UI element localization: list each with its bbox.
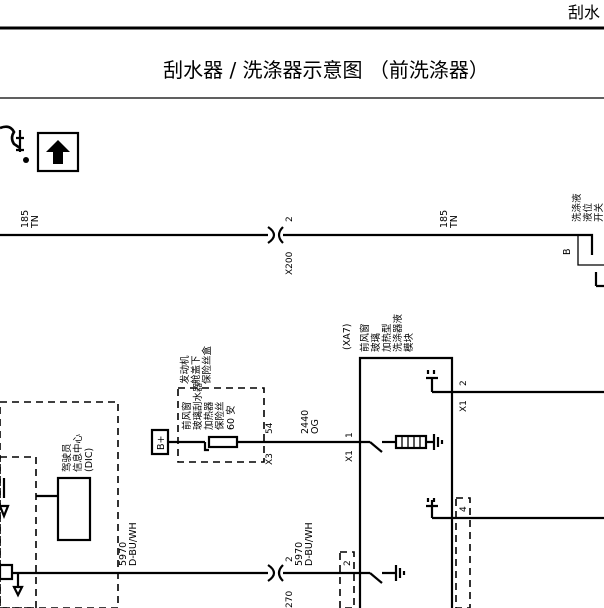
connector-x200: 2 X200 — [267, 216, 295, 275]
x1-pin2: 2 — [459, 380, 469, 386]
fuse-box-label-1: 发动机 — [179, 355, 191, 384]
pin4-label: 4 — [459, 506, 469, 512]
ground-icon — [426, 370, 438, 392]
svg-text:B: B — [562, 248, 573, 255]
b-plus-supply: B+ — [150, 428, 205, 456]
module-label-1: 前风窗 — [359, 323, 371, 352]
x1-pin1-contact — [369, 441, 383, 453]
underhood-fuse-box — [177, 387, 265, 463]
dic-label-2: 信息中心 — [72, 433, 84, 472]
wire-label-5970-left: 5970 — [118, 542, 129, 566]
fuse-label-1: 前风窗 — [181, 401, 193, 430]
module-label-4: 洗涤器液 — [392, 313, 404, 352]
fuse-box-label-2: 舱盖下 — [190, 355, 202, 384]
module-label-3: 加热型 — [381, 323, 393, 352]
wire-label-5970-right: 5970 — [294, 542, 305, 566]
svg-text:X200: X200 — [285, 251, 295, 275]
fuse-box-label-3: 保险丝盒 — [201, 345, 213, 384]
bcm-dashed-box — [0, 401, 119, 608]
bcm-connector — [0, 563, 14, 581]
module-label-2: 玻璃 — [370, 333, 382, 352]
ground-icon-2 — [426, 498, 438, 518]
dic-label-1: 驾驶员 — [61, 443, 73, 472]
up-arrow-box-icon — [36, 131, 80, 173]
fuse-label-3: 加热器 — [203, 401, 215, 430]
fuse-icon — [203, 435, 264, 452]
fuse-label-4: 保险丝 — [214, 401, 226, 430]
dic-dashed-box — [0, 456, 37, 608]
lower-ground-icon — [382, 565, 406, 581]
pin4-connector — [455, 497, 471, 608]
svg-text:B+: B+ — [156, 436, 167, 450]
bcm-ground-arrow — [12, 573, 24, 598]
module-id: (XA7) — [342, 324, 353, 350]
lower-connector — [339, 551, 355, 608]
x3-name: X3 — [265, 453, 275, 465]
svg-text:液位: 液位 — [582, 202, 594, 222]
x1-name1: X1 — [345, 450, 355, 462]
x1-pin1: 1 — [345, 432, 355, 438]
section-label: 刮水 — [568, 3, 600, 22]
fuse-label-5: 60 安 — [225, 405, 237, 430]
dic-down-arrow — [0, 478, 10, 519]
wire-label-185-right: 185 — [439, 210, 450, 228]
svg-text:270: 270 — [285, 591, 295, 608]
lower-pin2: 2 — [343, 560, 353, 566]
fuse-label-2: 玻璃刮水器 — [192, 382, 204, 430]
washer-level-switch: B 洗涤液 液位 开关 — [562, 193, 604, 288]
dic-module — [56, 476, 92, 542]
page-title: 刮水器 / 洗涤器示意图 （前洗涤器） — [163, 58, 489, 82]
wire-color-tn-right: TN — [449, 215, 460, 229]
wire-color-tn-left: TN — [30, 215, 41, 229]
heater-element-icon — [382, 434, 444, 450]
svg-text:2: 2 — [285, 556, 295, 562]
svg-text:开关: 开关 — [593, 202, 604, 222]
connector-x200-lower: 2 270 — [267, 556, 295, 608]
wire-label-185-left: 185 — [20, 210, 31, 228]
wire-color-right: D-BU/WH — [304, 522, 315, 566]
svg-text:洗涤液: 洗涤液 — [571, 193, 583, 222]
washer-module-box — [358, 356, 454, 608]
wire-color-left: D-BU/WH — [128, 522, 139, 566]
x1-name2: X1 — [459, 400, 469, 412]
svg-text:2: 2 — [285, 216, 295, 222]
x3-pin: 54 — [265, 422, 275, 434]
wire-color-og: OG — [310, 419, 321, 434]
dic-label-3: (DIC) — [84, 448, 95, 472]
module-label-5: 模块 — [403, 332, 415, 352]
wrench-icon — [0, 125, 29, 163]
wire-label-2440: 2440 — [300, 410, 311, 434]
lower-contact — [369, 572, 383, 584]
